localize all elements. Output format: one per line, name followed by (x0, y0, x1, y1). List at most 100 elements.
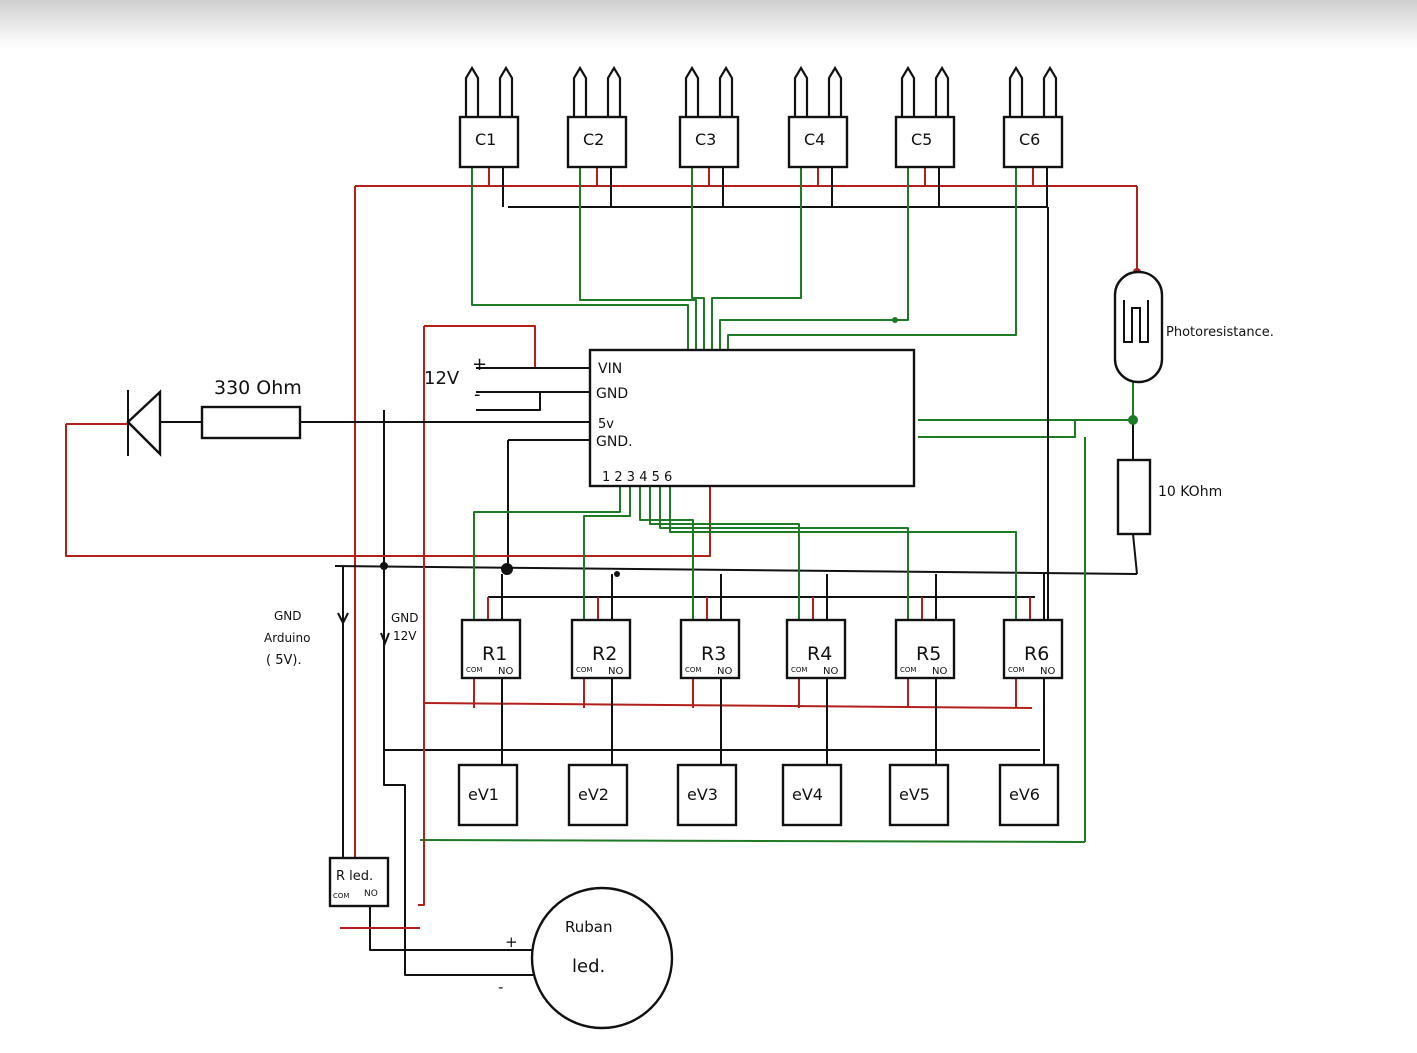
arduino-gnd1-label: GND (596, 386, 628, 402)
resistor-10k-body (1116, 458, 1152, 536)
resistor-330-body (200, 405, 302, 440)
sensor-probe-4-2 (827, 65, 843, 118)
relay-led-name: R led. (336, 869, 373, 884)
diode-triangle (126, 389, 162, 457)
supply-plus: + (472, 354, 487, 375)
wire-green-sensor-5 (719, 167, 909, 350)
sensor-2: C2 (566, 65, 628, 169)
valve-body-4 (781, 763, 843, 827)
relay-label-1: R1 (482, 643, 507, 665)
gnd-arduino-note: GND Arduino ( 5V). (264, 609, 349, 668)
relay-led: R led. COM NO (328, 856, 390, 908)
scan-shadow (0, 0, 1417, 50)
relay-body-4 (785, 618, 847, 680)
relay-label-2: R2 (592, 643, 617, 665)
wire-green-relay-ctrl-2 (583, 486, 631, 620)
relay-no-1: NO (498, 666, 513, 677)
relay-body-1 (460, 618, 522, 680)
resistor-330-label: 330 Ohm (214, 377, 302, 399)
sensor-probe-3-1 (684, 65, 700, 118)
sensor-probe-6-2 (1042, 65, 1058, 118)
gnd-12v-note: GND 12V (380, 611, 419, 646)
photoresistor-zigzag (1123, 300, 1149, 343)
sensor-probe-2-1 (572, 65, 588, 118)
wire-red-12v-down (418, 326, 425, 906)
arduino-gnd2-label: GND. (596, 434, 633, 450)
gnd-12v-line1: GND (391, 611, 419, 625)
junction-dot-photo (1128, 415, 1138, 425)
arduino-vin-label: VIN (598, 361, 622, 377)
gnd-12v-line2: 12V (393, 629, 417, 643)
wire-green-relay-ctrl-5 (659, 486, 909, 620)
led-strip-minus: - (498, 978, 503, 996)
relay-led-no: NO (364, 889, 378, 899)
relay-led-body (328, 856, 390, 908)
valve-1: eV1 (457, 763, 519, 827)
resistor-10k: 10 KOhm (1116, 458, 1222, 536)
sensor-label-4: C4 (804, 130, 825, 149)
valve-label-1: eV1 (468, 785, 499, 804)
valve-6: eV6 (998, 763, 1060, 827)
sensor-body-3 (678, 115, 740, 169)
valve-label-4: eV4 (792, 785, 823, 804)
resistor-330: 330 Ohm (200, 377, 302, 440)
wire-red-left-drop (354, 186, 365, 906)
wires (65, 167, 1141, 976)
led-strip-circle (530, 886, 674, 1030)
supply-minus: - (474, 384, 481, 405)
sensor-probe-2-2 (606, 65, 622, 118)
sensor-body-6 (1002, 115, 1064, 169)
relay-no-6: NO (1040, 666, 1055, 677)
wire-green-relay-ctrl-1 (473, 486, 621, 620)
wire-green-arduino-out (918, 420, 1076, 438)
sensor-body-5 (894, 115, 956, 169)
sensor-probe-6-1 (1008, 65, 1024, 118)
valve-body-3 (676, 763, 738, 827)
relay-no-3: NO (717, 666, 732, 677)
valve-label-5: eV5 (899, 785, 930, 804)
wire-black-ground-bus (334, 565, 1138, 575)
led-strip-line2: led. (572, 956, 605, 977)
wire-black-gnd-12v (383, 566, 535, 976)
wire-black-12v-minus-return (476, 392, 541, 411)
sensor-label-1: C1 (475, 130, 496, 149)
relay-com-6: COM (1008, 666, 1024, 674)
sensor-probe-1-2 (498, 65, 514, 118)
sensor-label-2: C2 (583, 130, 604, 149)
valve-label-2: eV2 (578, 785, 609, 804)
valve-body-1 (457, 763, 519, 827)
led-strip-line1: Ruban (565, 918, 612, 936)
gnd-arduino-arrow (337, 612, 349, 626)
wire-green-sensor-6 (727, 167, 1017, 350)
relay-no-2: NO (608, 666, 623, 677)
relay-com-4: COM (791, 666, 807, 674)
valve-2: eV2 (567, 763, 629, 827)
resistor-10k-label: 10 KOhm (1158, 484, 1222, 500)
supply-label: 12V (424, 368, 460, 389)
power-supply-12v: 12V + - (424, 354, 487, 405)
relay-no-5: NO (932, 666, 947, 677)
arduino-5v-label: 5v (598, 417, 614, 432)
sensor-probe-4-1 (793, 65, 809, 118)
relay-com-5: COM (900, 666, 916, 674)
led-strip: Ruban led. + - (498, 886, 674, 1030)
sensor-body-4 (787, 115, 849, 169)
arduino-board: VIN GND 5v GND. 1 2 3 4 5 6 (588, 348, 916, 488)
valve-body-6 (998, 763, 1060, 827)
relay-label-5: R5 (916, 643, 941, 665)
led-strip-plus: + (505, 933, 518, 951)
wire-green-relay-ctrl-3 (639, 486, 694, 620)
sensor-body-2 (566, 115, 628, 169)
wire-green-sensor-3 (691, 167, 705, 350)
led-diode (126, 389, 162, 457)
sensor-label-5: C5 (911, 130, 932, 149)
junction-dot-relay2 (614, 571, 620, 577)
valve-5: eV5 (888, 763, 950, 827)
sensor-body-1 (458, 115, 520, 169)
wire-red-12v-plus (424, 325, 590, 369)
